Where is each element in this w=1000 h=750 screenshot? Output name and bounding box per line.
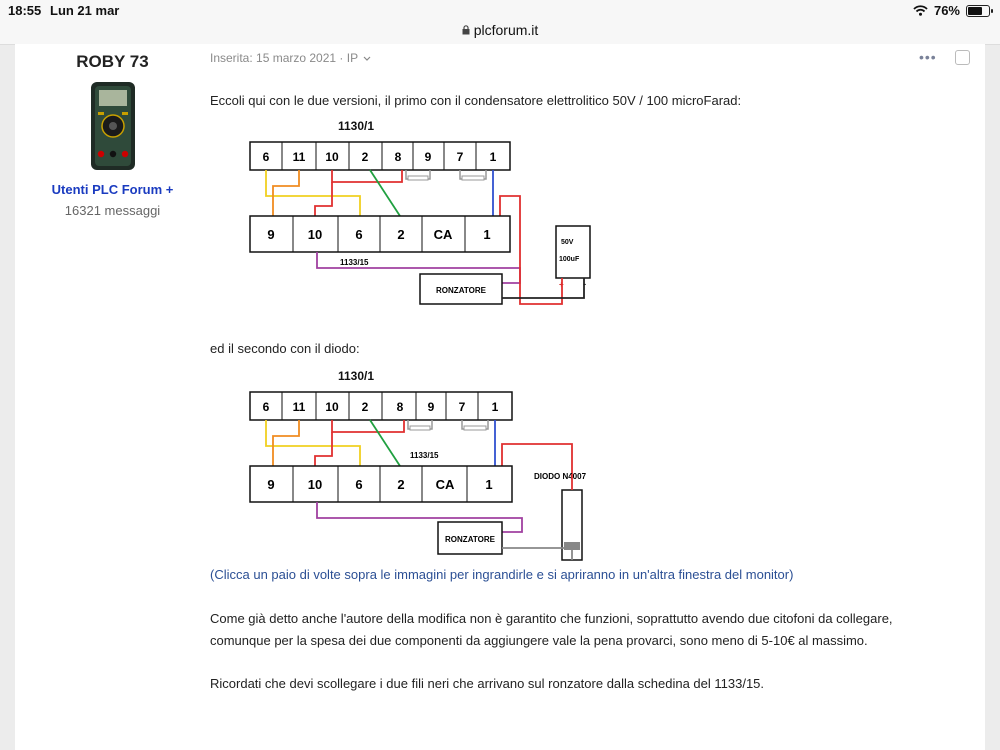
- multimeter-avatar-image: [90, 82, 135, 170]
- diagram1-buzzer-label: RONZATORE: [436, 286, 487, 295]
- diagram2-bridges: [407, 420, 489, 431]
- post-meta[interactable]: Inserita: 15 marzo 2021 · IP: [210, 51, 371, 65]
- diagram2-buzzer: [437, 521, 503, 555]
- forum-post: ROBY 73 Utenti PLC Forum + 16321 messagg…: [15, 44, 985, 750]
- status-bar: 18:55 Lun 21 mar 76%: [0, 0, 1000, 22]
- diagram1-red-cap-wire: [519, 231, 563, 305]
- d2-top-terminal: 6: [263, 400, 270, 414]
- address-bar[interactable]: plcforum.it: [0, 22, 1000, 45]
- select-post-checkbox[interactable]: [955, 50, 970, 65]
- more-options-icon[interactable]: •••: [919, 49, 937, 65]
- capacitor-value: 100uF: [559, 256, 580, 263]
- d1-top-terminal: 11: [293, 150, 306, 164]
- status-date: Lun 21 mar: [50, 3, 120, 18]
- d2-top-terminal: 2: [362, 400, 369, 414]
- diagram2-top-title: 1130/1: [338, 369, 374, 383]
- diagram2-top-terminal-block: 6 11 10 2 8 9 7 1: [249, 391, 513, 421]
- wifi-icon: [913, 5, 928, 16]
- d1-bottom-terminal: 2: [397, 227, 404, 242]
- d1-bottom-terminal: 10: [308, 227, 322, 242]
- d2-bottom-terminal: 1: [485, 477, 492, 492]
- diagram1-wires: [265, 169, 521, 231]
- diagram2-bottom-terminal-block: 9 10 6 2 CA 1: [249, 465, 513, 503]
- post-note: (Clicca un paio di volte sopra le immagi…: [210, 567, 794, 582]
- battery-percent: 76%: [933, 3, 960, 18]
- diagram2-purple-wire: [316, 502, 523, 533]
- post-paragraph-3a: Come già detto anche l'autore della modi…: [210, 611, 893, 626]
- diagram1-top-title: 1130/1: [338, 119, 374, 133]
- diode-band: [564, 542, 580, 550]
- diagram2-bottom-label: 1133/15: [410, 451, 439, 460]
- url-domain: plcforum.it: [473, 22, 539, 38]
- d2-top-terminal: 7: [459, 400, 466, 414]
- d2-bottom-terminal: 10: [308, 477, 322, 492]
- d1-top-terminal: 2: [362, 150, 369, 164]
- diagram2-wires: [265, 419, 573, 474]
- diagram1-bottom-label: 1133/15: [340, 258, 369, 267]
- author-panel: ROBY 73 Utenti PLC Forum + 16321 messagg…: [15, 44, 210, 218]
- capacitor-voltage: 50V: [561, 239, 574, 246]
- status-right: 76%: [913, 3, 993, 18]
- d2-top-terminal: 11: [293, 400, 306, 414]
- post-date: Inserita: 15 marzo 2021 · IP: [210, 51, 358, 65]
- d1-bottom-terminal: 6: [355, 227, 362, 242]
- author-group: Utenti PLC Forum +: [51, 182, 174, 197]
- d1-bottom-terminal: CA: [434, 227, 453, 242]
- diode-label: DIODO N4007: [534, 472, 587, 481]
- diagram1-bottom-terminal-block: 9 10 6 2 CA 1: [249, 215, 511, 253]
- d2-bottom-terminal: 9: [267, 477, 274, 492]
- d1-top-terminal: 9: [425, 150, 432, 164]
- diagram1-capacitor: [555, 225, 591, 279]
- diagram1-bridges: [405, 170, 487, 181]
- d1-bottom-terminal: 1: [483, 227, 490, 242]
- chevron-down-icon: [363, 56, 371, 61]
- post-paragraph-2: ed il secondo con il diodo:: [210, 341, 360, 356]
- battery-icon: [966, 4, 993, 17]
- status-time: 18:55: [8, 3, 42, 18]
- post-paragraph-4: Ricordati che devi scollegare i due fili…: [210, 676, 765, 691]
- diagram2-buzzer-label: RONZATORE: [445, 535, 496, 544]
- d1-top-terminal: 6: [263, 150, 270, 164]
- d2-bottom-terminal: CA: [436, 477, 455, 492]
- lock-icon: [462, 25, 470, 35]
- d2-top-terminal: 10: [325, 400, 339, 414]
- d1-bottom-terminal: 9: [267, 227, 274, 242]
- d1-top-terminal: 10: [325, 150, 339, 164]
- d1-top-terminal: 7: [457, 150, 464, 164]
- author-post-count: 16321 messaggi: [64, 203, 161, 218]
- d2-top-terminal: 8: [397, 400, 404, 414]
- avatar[interactable]: [85, 82, 141, 172]
- d2-bottom-terminal: 2: [397, 477, 404, 492]
- d2-top-terminal: 9: [428, 400, 435, 414]
- author-name[interactable]: ROBY 73: [76, 52, 149, 71]
- d1-top-terminal: 1: [490, 150, 497, 164]
- diagram1-top-terminal-block: 6 11 10 2 8 9 7 1: [249, 141, 511, 171]
- post-paragraph-3b: comunque per la spesa dei due componenti…: [210, 633, 868, 648]
- post-paragraph-1: Eccoli qui con le due versioni, il primo…: [210, 93, 742, 108]
- wiring-diagram-capacitor[interactable]: 1130/1 6 11 10 2 8 9 7 1: [210, 116, 630, 321]
- wiring-diagram-diode[interactable]: 1130/1 6 11 10 2 8 9 7 1: [210, 366, 630, 562]
- diagram1-buzzer: [419, 273, 503, 305]
- d2-bottom-terminal: 6: [355, 477, 362, 492]
- diagram2-gray-wire: [502, 547, 573, 560]
- d2-top-terminal: 1: [492, 400, 499, 414]
- diagram1-black-wire: [502, 278, 585, 299]
- d1-top-terminal: 8: [395, 150, 402, 164]
